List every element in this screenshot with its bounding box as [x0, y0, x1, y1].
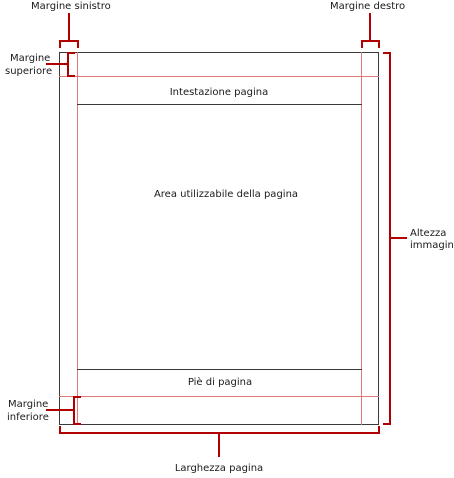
image-height-label-line2: immagin	[410, 240, 454, 251]
image-height-label-line1: Altezza	[410, 228, 446, 239]
bottom-margin-label-line2: inferiore	[7, 412, 49, 423]
page-footer-label: Piè di pagina	[188, 376, 252, 388]
page-width-label: Larghezza pagina	[175, 463, 263, 474]
top-margin-label-line2: superiore	[5, 66, 52, 77]
bottom-margin-label-line1: Margine	[8, 399, 48, 410]
top-margin-label-line1: Margine	[10, 53, 50, 64]
page-outline	[59, 52, 379, 425]
page-header-label: Intestazione pagina	[170, 87, 269, 98]
usable-area-label: Area utilizzabile della pagina	[154, 189, 298, 200]
left-margin-label: Margine sinistro	[31, 1, 111, 12]
right-margin-label: Margine destro	[330, 1, 405, 12]
